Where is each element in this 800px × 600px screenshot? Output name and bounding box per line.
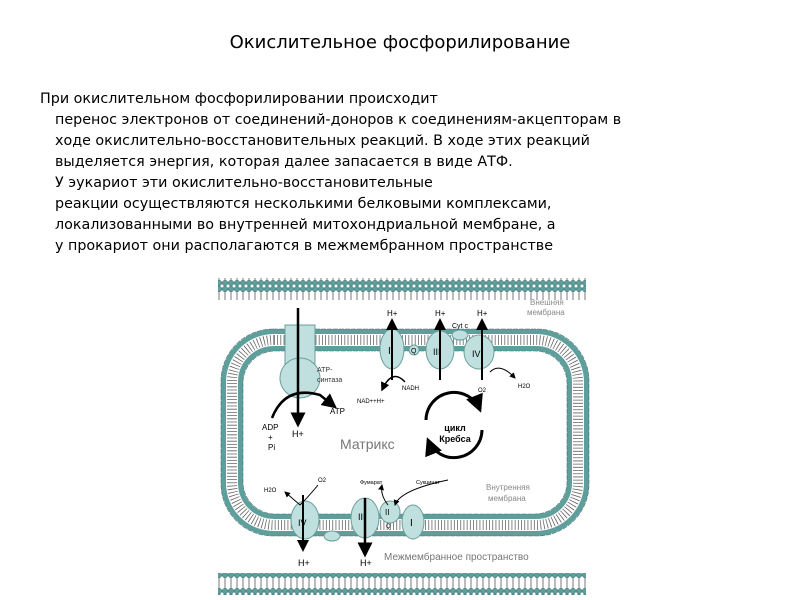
outer-membrane-top [218,278,586,300]
paragraph-line: При окислительном фосфорилировании проис… [40,91,438,107]
complex-i-top: I [388,346,391,357]
slide-title: Окислительное фосфорилирование [229,32,571,53]
h-plus-label: H+ [477,309,488,318]
outer-membrane-bottom [218,573,586,595]
adp-label: ADP [262,423,278,432]
plus-label: + [268,433,273,442]
complex-i-bottom: I [410,518,413,529]
h-plus-label: H+ [292,429,304,439]
nadh-label: NADH [402,386,419,392]
paragraph-line: У эукариот эти окислительно-восстановите… [55,175,433,191]
intermembrane-space-label: Межмембранное пространство [384,551,529,563]
paragraph-line: выделяется энергия, которая далее запаса… [55,154,513,170]
krebs-label: цикл [444,423,466,433]
q-bottom: Q [386,524,391,530]
paragraph-line: у прокариот они располагаются в межмембр… [55,238,553,254]
complex-iv-top: IV [472,349,481,359]
paragraph-line: перенос электронов от соединений-доноров… [55,112,622,128]
bottom-electron-transport-chain [284,479,449,558]
o2-label: O2 [318,478,327,484]
h-plus-label: H+ [387,309,398,318]
matrix-label: Матрикс [340,436,395,452]
pi-label: Pi [268,443,275,452]
h-plus-label: H+ [298,558,310,568]
atp-synthase-label: синтаза [317,377,342,384]
complex-iii-top: III [433,347,441,357]
paragraph-line: локализованными во внутренней митохондри… [55,217,556,233]
succinate-label: Сукцинат [416,480,440,486]
slide-paragraph: При окислительном фосфорилировании проис… [40,89,780,257]
h-plus-label: H+ [360,558,372,568]
paragraph-line: ходе окислительно-восстановительных реак… [55,133,590,149]
paragraph-line: реакции осуществляются несколькими белко… [55,196,552,212]
top-electron-transport-chain [379,318,516,392]
inner-membrane [220,328,590,537]
atp-label: ATP [330,407,345,416]
outer-membrane-label: мембрана [527,308,565,317]
h2o-label: H2O [518,384,531,390]
q-top: Q [411,348,417,355]
krebs-label: Кребса [439,434,471,444]
outer-membrane-label: Внешняя [530,298,564,307]
atp-synthase-label: АТР- [317,367,333,374]
h-plus-label: H+ [435,309,446,318]
complex-iv-bottom: IV [298,518,307,528]
inner-membrane-label: Внутренняя [486,483,530,492]
atp-synthase [270,308,337,428]
o2-label: O2 [478,388,487,394]
nad-label: NAD++H+ [357,399,385,405]
krebs-cycle [424,390,484,460]
inner-membrane-label: мембрана [488,494,526,503]
fumarate-label: Фумарат [360,480,383,486]
h2o-label: H2O [264,488,277,494]
cyt-c-label: Cyt c [452,323,468,330]
complex-ii-bottom: II [385,508,389,517]
complex-iii-bottom: III [358,512,366,522]
